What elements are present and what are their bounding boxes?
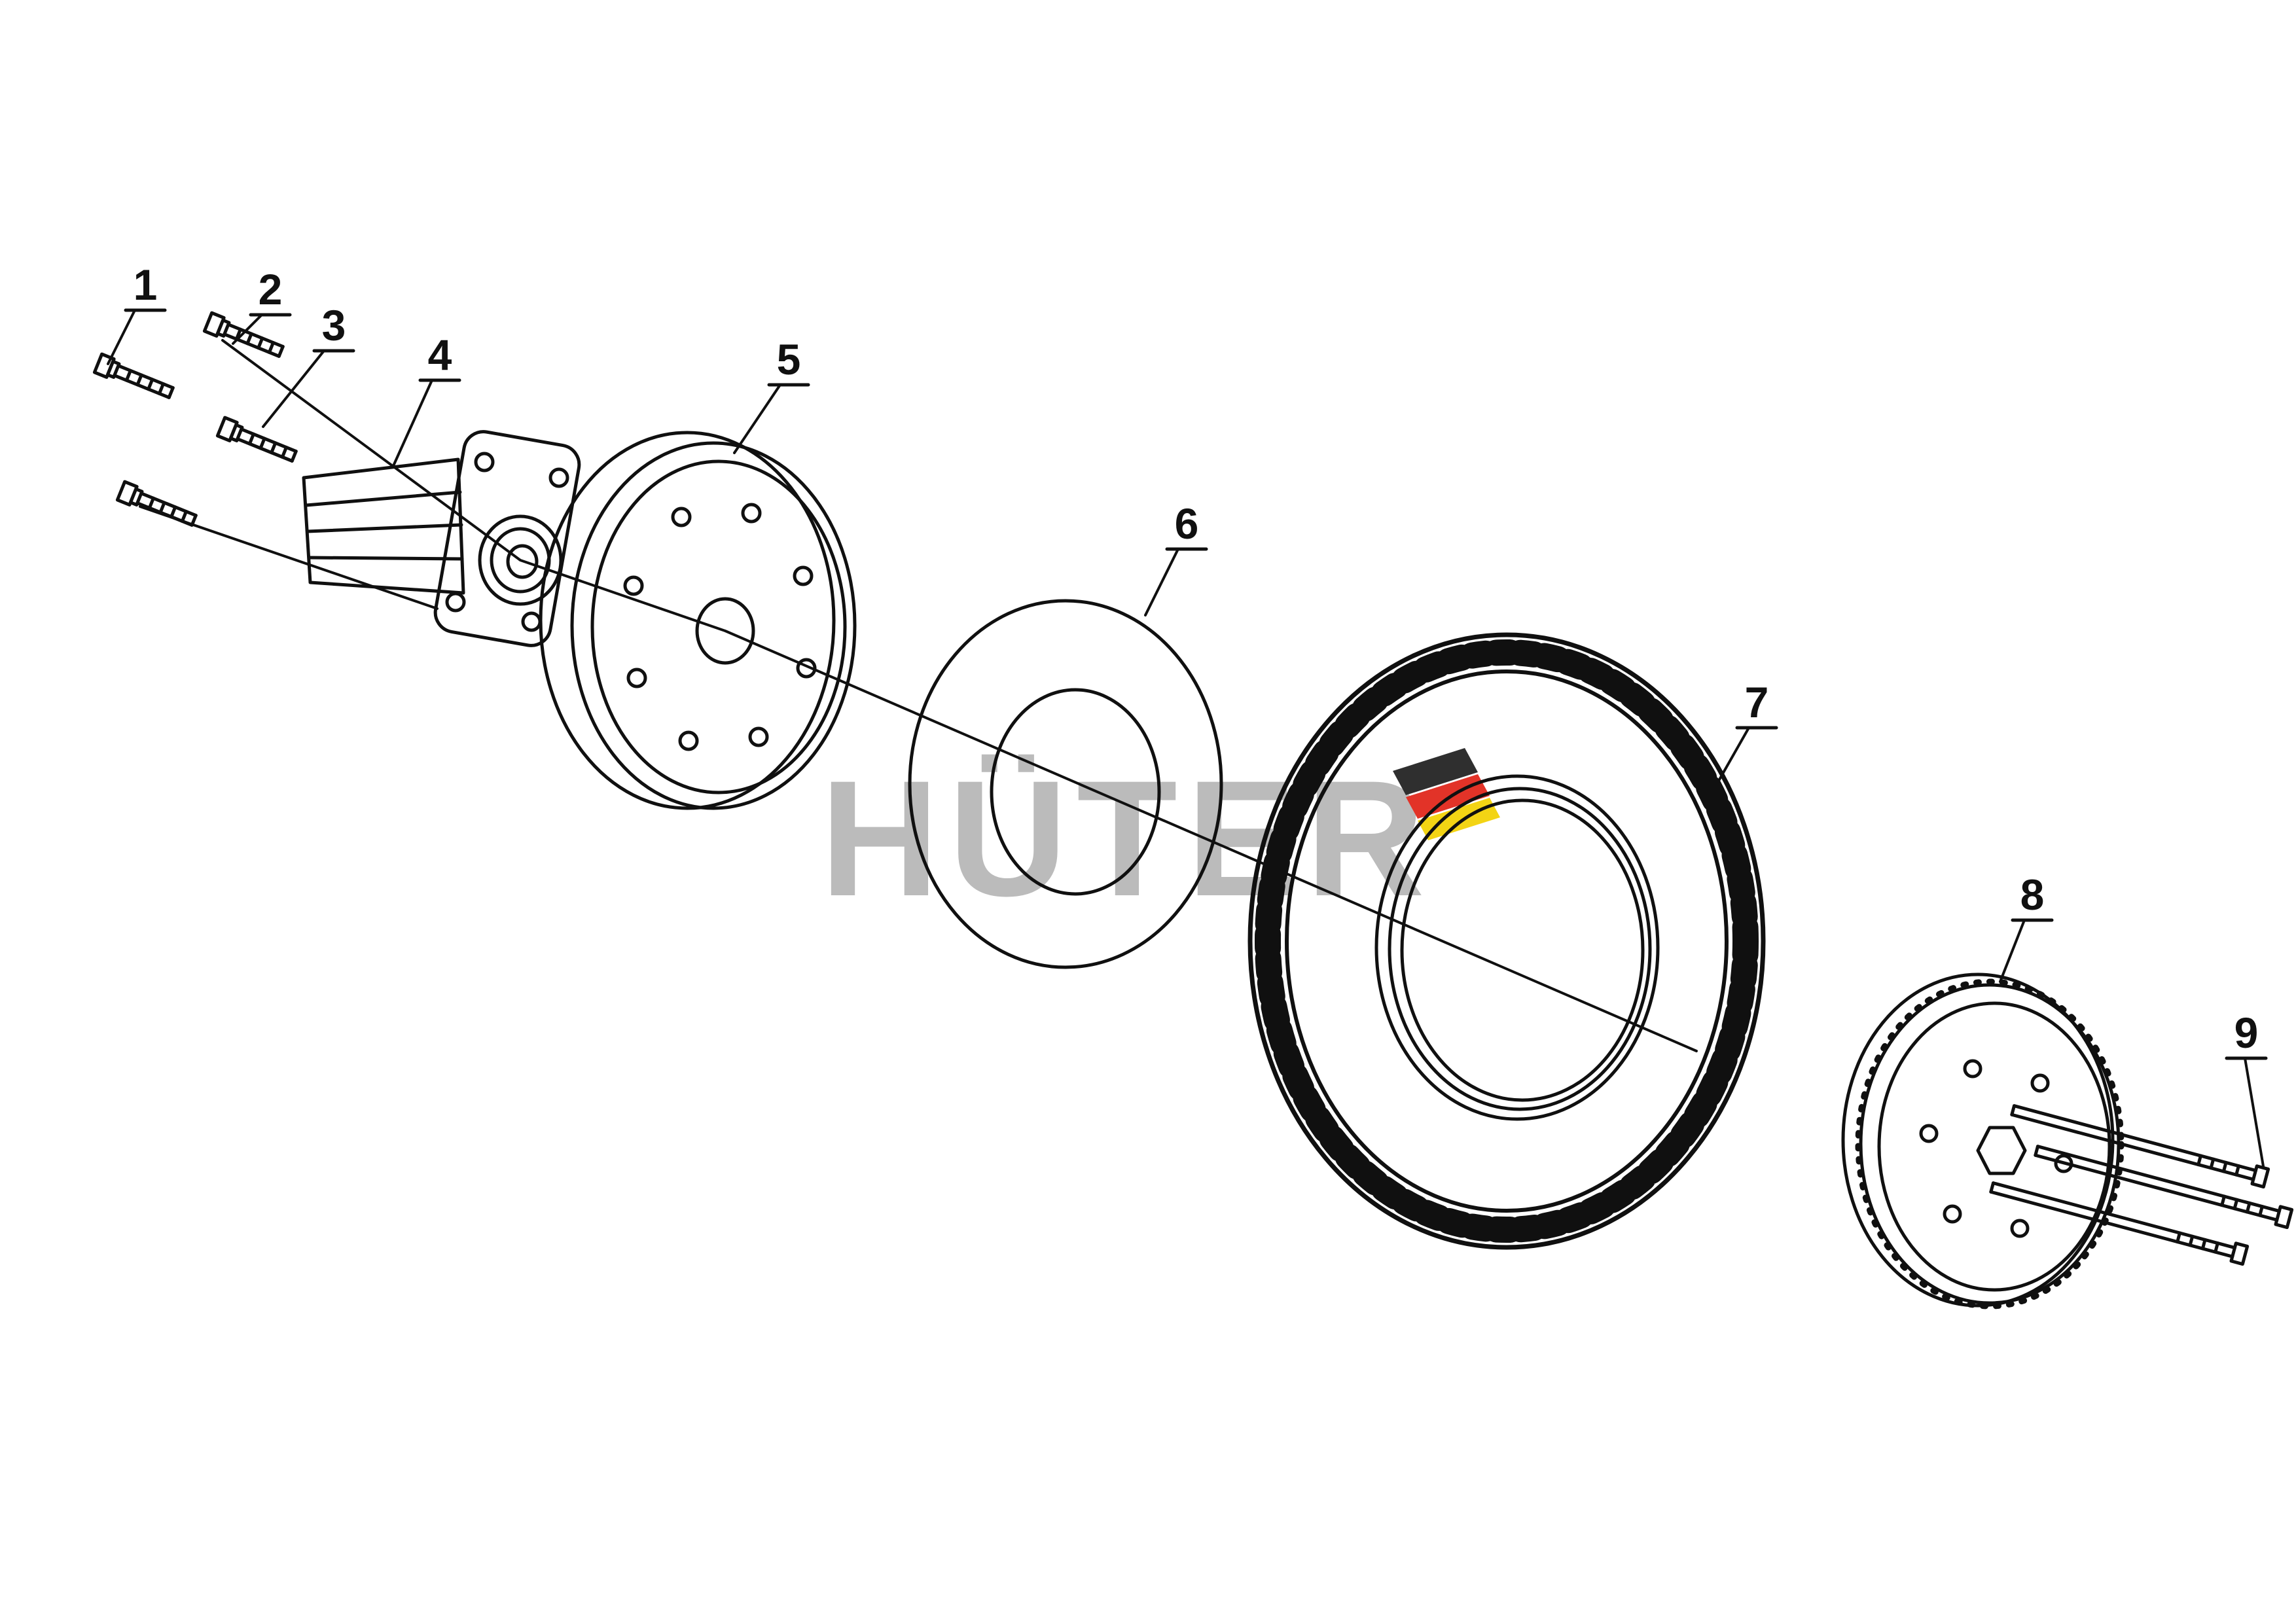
- part-label-4: 4: [428, 330, 452, 379]
- watermark: HÜTER: [820, 747, 1500, 931]
- leader-line: [107, 309, 136, 365]
- bolt: [94, 354, 175, 402]
- bolt: [217, 418, 298, 465]
- bolt: [204, 313, 285, 361]
- hub-disc: [539, 431, 857, 810]
- leader-line: [733, 383, 781, 454]
- rim-front-edge: [1859, 983, 2121, 1305]
- output-shaft: [506, 544, 539, 579]
- rim-bolt-hole: [1963, 1059, 1982, 1079]
- tire-bead-ring: [1374, 774, 1660, 1121]
- ring-inner: [990, 688, 1161, 896]
- axis-line-upper: [221, 339, 1698, 1052]
- callout-4: 4: [391, 330, 461, 469]
- callout-8: 8: [1999, 870, 2054, 983]
- gearbox-rib: [307, 556, 464, 561]
- leader-line: [1715, 726, 1750, 787]
- axis-lines: [139, 339, 1698, 1052]
- leader-line: [1999, 919, 2026, 983]
- flange-bolt-hole: [548, 467, 569, 488]
- callouts: 1 2 3 4 5: [107, 260, 2268, 1168]
- tire-outer-edge: [1247, 632, 1766, 1250]
- callout-7: 7: [1715, 678, 1778, 787]
- rim-hex-hub: [1976, 1126, 2027, 1175]
- callout-5: 5: [733, 335, 810, 454]
- leader-line: [1144, 548, 1179, 616]
- disc-bolt-hole: [626, 668, 647, 688]
- output-shaft-ring: [478, 514, 563, 606]
- part-label-7: 7: [1745, 678, 1769, 726]
- wheel-rim: [1841, 972, 2125, 1310]
- leader-line: [262, 349, 325, 428]
- spacer-ring: [908, 599, 1223, 969]
- gearbox-rib: [304, 490, 462, 507]
- gearbox-body: [302, 457, 465, 595]
- callout-6: 6: [1144, 499, 1208, 616]
- part-label-2: 2: [259, 265, 283, 313]
- tire-tread-blocks: [1255, 639, 1759, 1243]
- rim-bolt-hole: [2030, 1073, 2050, 1093]
- part-label-9: 9: [2234, 1008, 2259, 1057]
- callout-2: 2: [232, 265, 292, 345]
- disc-bolt-hole: [796, 658, 817, 679]
- disc-bolt-hole: [793, 565, 814, 586]
- part-label-5: 5: [777, 335, 801, 383]
- rim-bolt-hole: [1919, 1124, 1939, 1143]
- flange-bolt-hole: [445, 592, 466, 613]
- leader-line: [2244, 1057, 2265, 1168]
- watermark-text: HÜTER: [820, 747, 1434, 931]
- callout-3: 3: [262, 301, 355, 428]
- disc-bolt-hole: [623, 575, 644, 596]
- callout-1: 1: [107, 260, 167, 365]
- hub-center-hole: [695, 597, 755, 665]
- disc-back-edge: [539, 431, 836, 810]
- gearbox-rib: [306, 523, 463, 533]
- logo-stripe-dark: [1393, 748, 1478, 795]
- rim-bolt-hole: [2010, 1219, 2030, 1238]
- bolt: [117, 482, 198, 529]
- tire: [1247, 632, 1766, 1250]
- flange-bolt-hole: [521, 611, 542, 632]
- tire-bead-ring: [1388, 787, 1652, 1111]
- disc-face: [590, 459, 847, 794]
- disc-front-edge: [570, 441, 857, 810]
- part-label-8: 8: [2020, 870, 2045, 919]
- part-label-1: 1: [134, 260, 158, 309]
- tire-bead-opening: [1400, 798, 1645, 1102]
- rim-bolt-hole: [1943, 1204, 1962, 1224]
- part-label-3: 3: [322, 301, 346, 349]
- fasteners-right: [1990, 1101, 2292, 1264]
- flange-bolt-hole: [474, 452, 495, 473]
- part-label-6: 6: [1175, 499, 1199, 548]
- gearbox-flange: [433, 430, 581, 647]
- disc-bolt-hole: [741, 503, 762, 524]
- drawing: 1 2 3 4 5: [94, 260, 2292, 1310]
- disc-bolt-hole: [748, 726, 769, 747]
- tire-tread-inner-edge: [1285, 669, 1729, 1213]
- rim-face: [1877, 1001, 2111, 1292]
- leader-line: [232, 313, 263, 345]
- disc-bolt-hole: [671, 507, 692, 527]
- disc-bolt-hole: [678, 730, 699, 751]
- leader-line: [391, 379, 433, 469]
- callout-9: 9: [2225, 1008, 2268, 1168]
- ring-outer: [908, 599, 1223, 969]
